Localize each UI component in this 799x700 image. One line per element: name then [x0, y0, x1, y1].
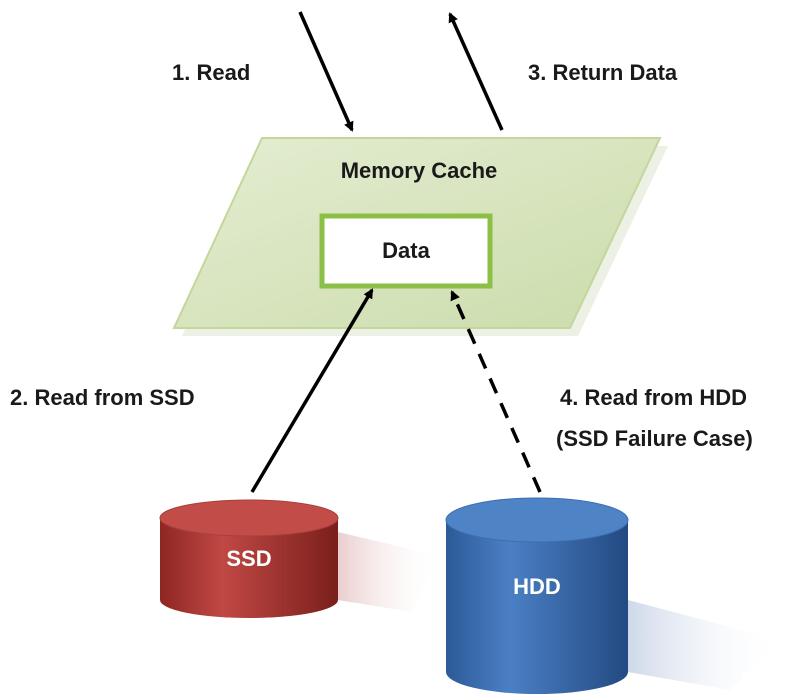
arrow-return-data — [448, 12, 504, 131]
label-return-data: 3. Return Data — [528, 60, 678, 85]
hdd-cylinder: HDD — [445, 497, 780, 694]
arrow-read-from-hdd — [450, 290, 542, 493]
label-read: 1. Read — [172, 60, 250, 85]
arrow-read — [298, 11, 354, 132]
ssd-label: SSD — [226, 546, 271, 571]
label-read-from-hdd-line2: (SSD Failure Case) — [556, 426, 753, 451]
data-box-label: Data — [382, 238, 430, 263]
label-read-from-hdd-line1: 4. Read from HDD — [560, 385, 747, 410]
hdd-label: HDD — [513, 574, 561, 599]
label-read-from-ssd: 2. Read from SSD — [10, 385, 195, 410]
data-box — [319, 213, 493, 289]
memory-cache-label: Memory Cache — [341, 158, 498, 183]
ssd-cylinder: SSD — [159, 499, 440, 618]
arrow-read-from-ssd — [250, 288, 374, 493]
